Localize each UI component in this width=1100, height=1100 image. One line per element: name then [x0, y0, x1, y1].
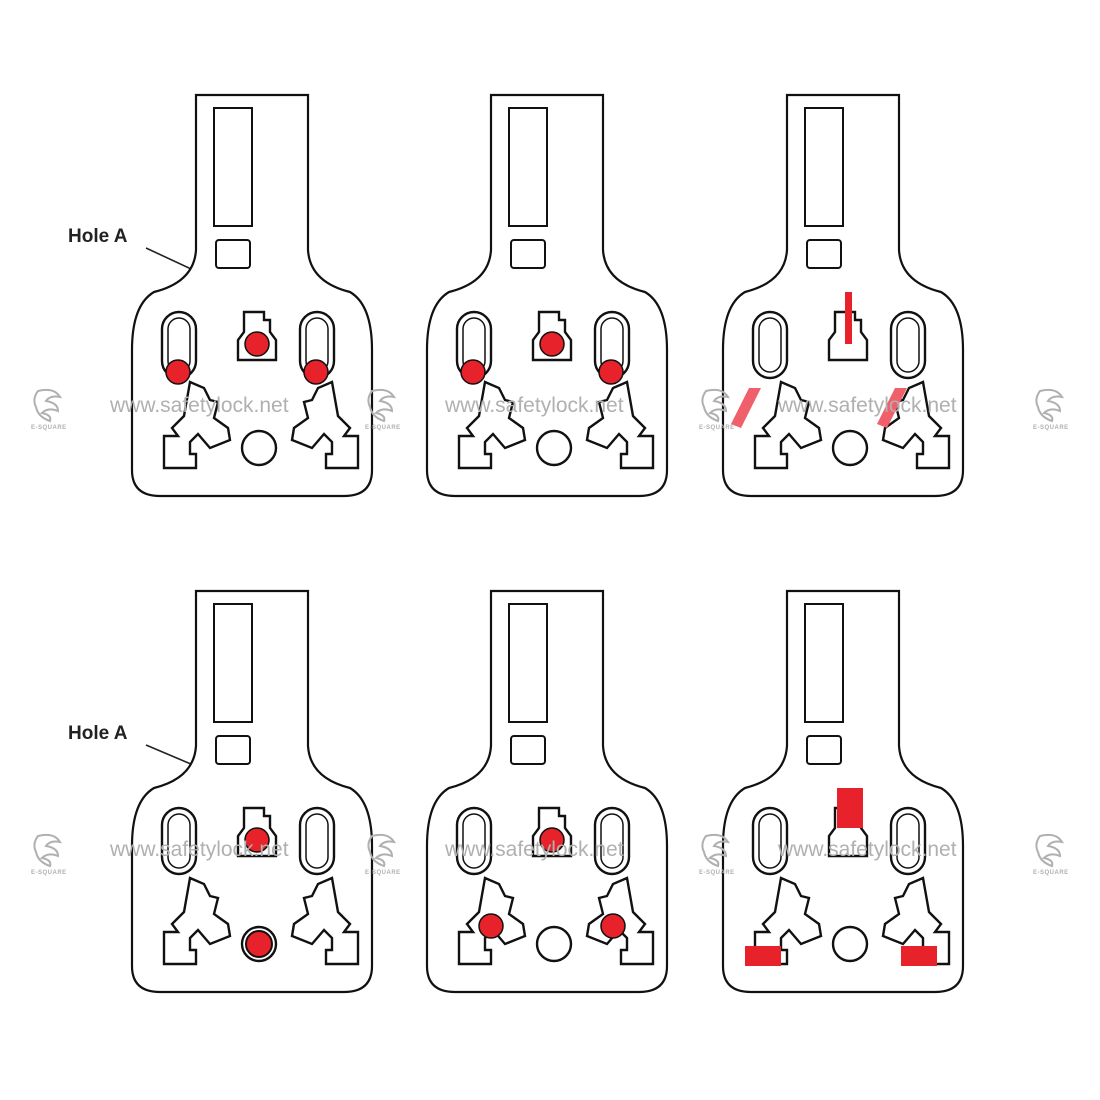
small-window	[806, 239, 842, 269]
logo-caption: E-SQUARE	[31, 870, 67, 876]
center-hole	[535, 925, 573, 963]
earth-dot-highlight	[244, 331, 270, 357]
socket-panel-top-2	[425, 93, 669, 498]
right-foot-highlight	[901, 946, 937, 966]
socket-panel-bottom-2	[425, 589, 669, 994]
right-lower-highlight	[600, 913, 626, 939]
label-window	[213, 107, 253, 227]
watermark-text: www.safetylock.net	[444, 394, 624, 417]
watermark-text: www.safetylock.net	[777, 394, 957, 417]
dragon-logo-shape	[1035, 388, 1065, 423]
center-hole	[831, 925, 869, 963]
earth-dot-highlight	[539, 827, 565, 853]
label-window	[508, 603, 548, 723]
label-window	[804, 603, 844, 723]
right-pin-slot-inner	[896, 317, 920, 373]
right-pin-highlight	[303, 359, 329, 385]
earth-dot-highlight	[244, 827, 270, 853]
dragon-logo-shape	[33, 833, 63, 868]
dragon-logo-icon: E-SQUARE	[1033, 388, 1069, 431]
left-pin-slot	[455, 806, 493, 876]
dragon-logo-icon: E-SQUARE	[1033, 833, 1069, 876]
left-pin-slot	[751, 310, 789, 380]
left-lower-highlight	[478, 913, 504, 939]
right-pin-slot	[889, 310, 927, 380]
dragon-logo-shape	[1035, 833, 1065, 868]
center-hole	[831, 429, 869, 467]
center-hole	[535, 429, 573, 467]
earth-rect-highlight	[837, 788, 863, 828]
dragon-logo-shape	[701, 388, 731, 423]
logo-caption: E-SQUARE	[365, 870, 401, 876]
socket-panel-top-3	[721, 93, 965, 498]
left-pin-slot	[751, 806, 789, 876]
small-window	[806, 735, 842, 765]
right-pin-slot-inner	[600, 813, 624, 869]
left-pin-slot-inner	[758, 317, 782, 373]
dragon-logo-shape	[367, 833, 397, 868]
logo-caption: E-SQUARE	[1033, 870, 1069, 876]
right-pin-highlight	[598, 359, 624, 385]
earth-dot-highlight	[539, 331, 565, 357]
left-diag-highlight	[731, 388, 761, 428]
dragon-logo-icon: E-SQUARE	[365, 388, 401, 431]
earth-bar-highlight	[845, 292, 852, 344]
socket-panel-bottom-1	[130, 589, 374, 994]
small-window	[510, 239, 546, 269]
watermark-text: www.safetylock.net	[777, 838, 957, 861]
label-window	[213, 603, 253, 723]
dragon-logo-icon: E-SQUARE	[365, 833, 401, 876]
socket-panel-top-1	[130, 93, 374, 498]
right-pin-slot-inner	[305, 813, 329, 869]
left-pin-highlight	[460, 359, 486, 385]
hole-a-label-top: Hole A	[68, 226, 128, 247]
left-foot-highlight	[745, 946, 781, 966]
hole-a-label-bottom: Hole A	[68, 723, 128, 744]
logo-caption: E-SQUARE	[699, 425, 735, 431]
dragon-logo-shape	[701, 833, 731, 868]
label-window	[804, 107, 844, 227]
small-window	[215, 735, 251, 765]
watermark-text: www.safetylock.net	[109, 838, 289, 861]
right-pin-slot	[298, 806, 336, 876]
center-hole-highlight	[245, 930, 273, 958]
dragon-logo-shape	[33, 388, 63, 423]
dragon-logo-icon: E-SQUARE	[699, 388, 735, 431]
small-window	[215, 239, 251, 269]
socket-panel-bottom-3	[721, 589, 965, 994]
watermark-text: www.safetylock.net	[109, 394, 289, 417]
watermark-text: www.safetylock.net	[444, 838, 624, 861]
right-pin-slot	[593, 806, 631, 876]
label-window	[508, 107, 548, 227]
center-hole	[240, 429, 278, 467]
logo-caption: E-SQUARE	[1033, 425, 1069, 431]
left-pin-slot-inner	[167, 813, 191, 869]
left-pin-slot	[160, 806, 198, 876]
right-pin-slot-inner	[896, 813, 920, 869]
logo-caption: E-SQUARE	[365, 425, 401, 431]
small-window	[510, 735, 546, 765]
dragon-logo-icon: E-SQUARE	[699, 833, 735, 876]
watermark-row-top: www.safetylock.net www.safetylock.net ww…	[109, 394, 957, 417]
left-pin-slot-inner	[462, 813, 486, 869]
right-pin-slot	[889, 806, 927, 876]
logo-caption: E-SQUARE	[699, 870, 735, 876]
left-pin-slot-inner	[758, 813, 782, 869]
watermark-row-bottom: www.safetylock.net www.safetylock.net ww…	[109, 838, 957, 861]
dragon-logo-icon: E-SQUARE	[31, 388, 67, 431]
logo-caption: E-SQUARE	[31, 425, 67, 431]
dragon-logo-icon: E-SQUARE	[31, 833, 67, 876]
dragon-logo-shape	[367, 388, 397, 423]
left-pin-highlight	[165, 359, 191, 385]
right-diag-highlight	[877, 388, 907, 428]
